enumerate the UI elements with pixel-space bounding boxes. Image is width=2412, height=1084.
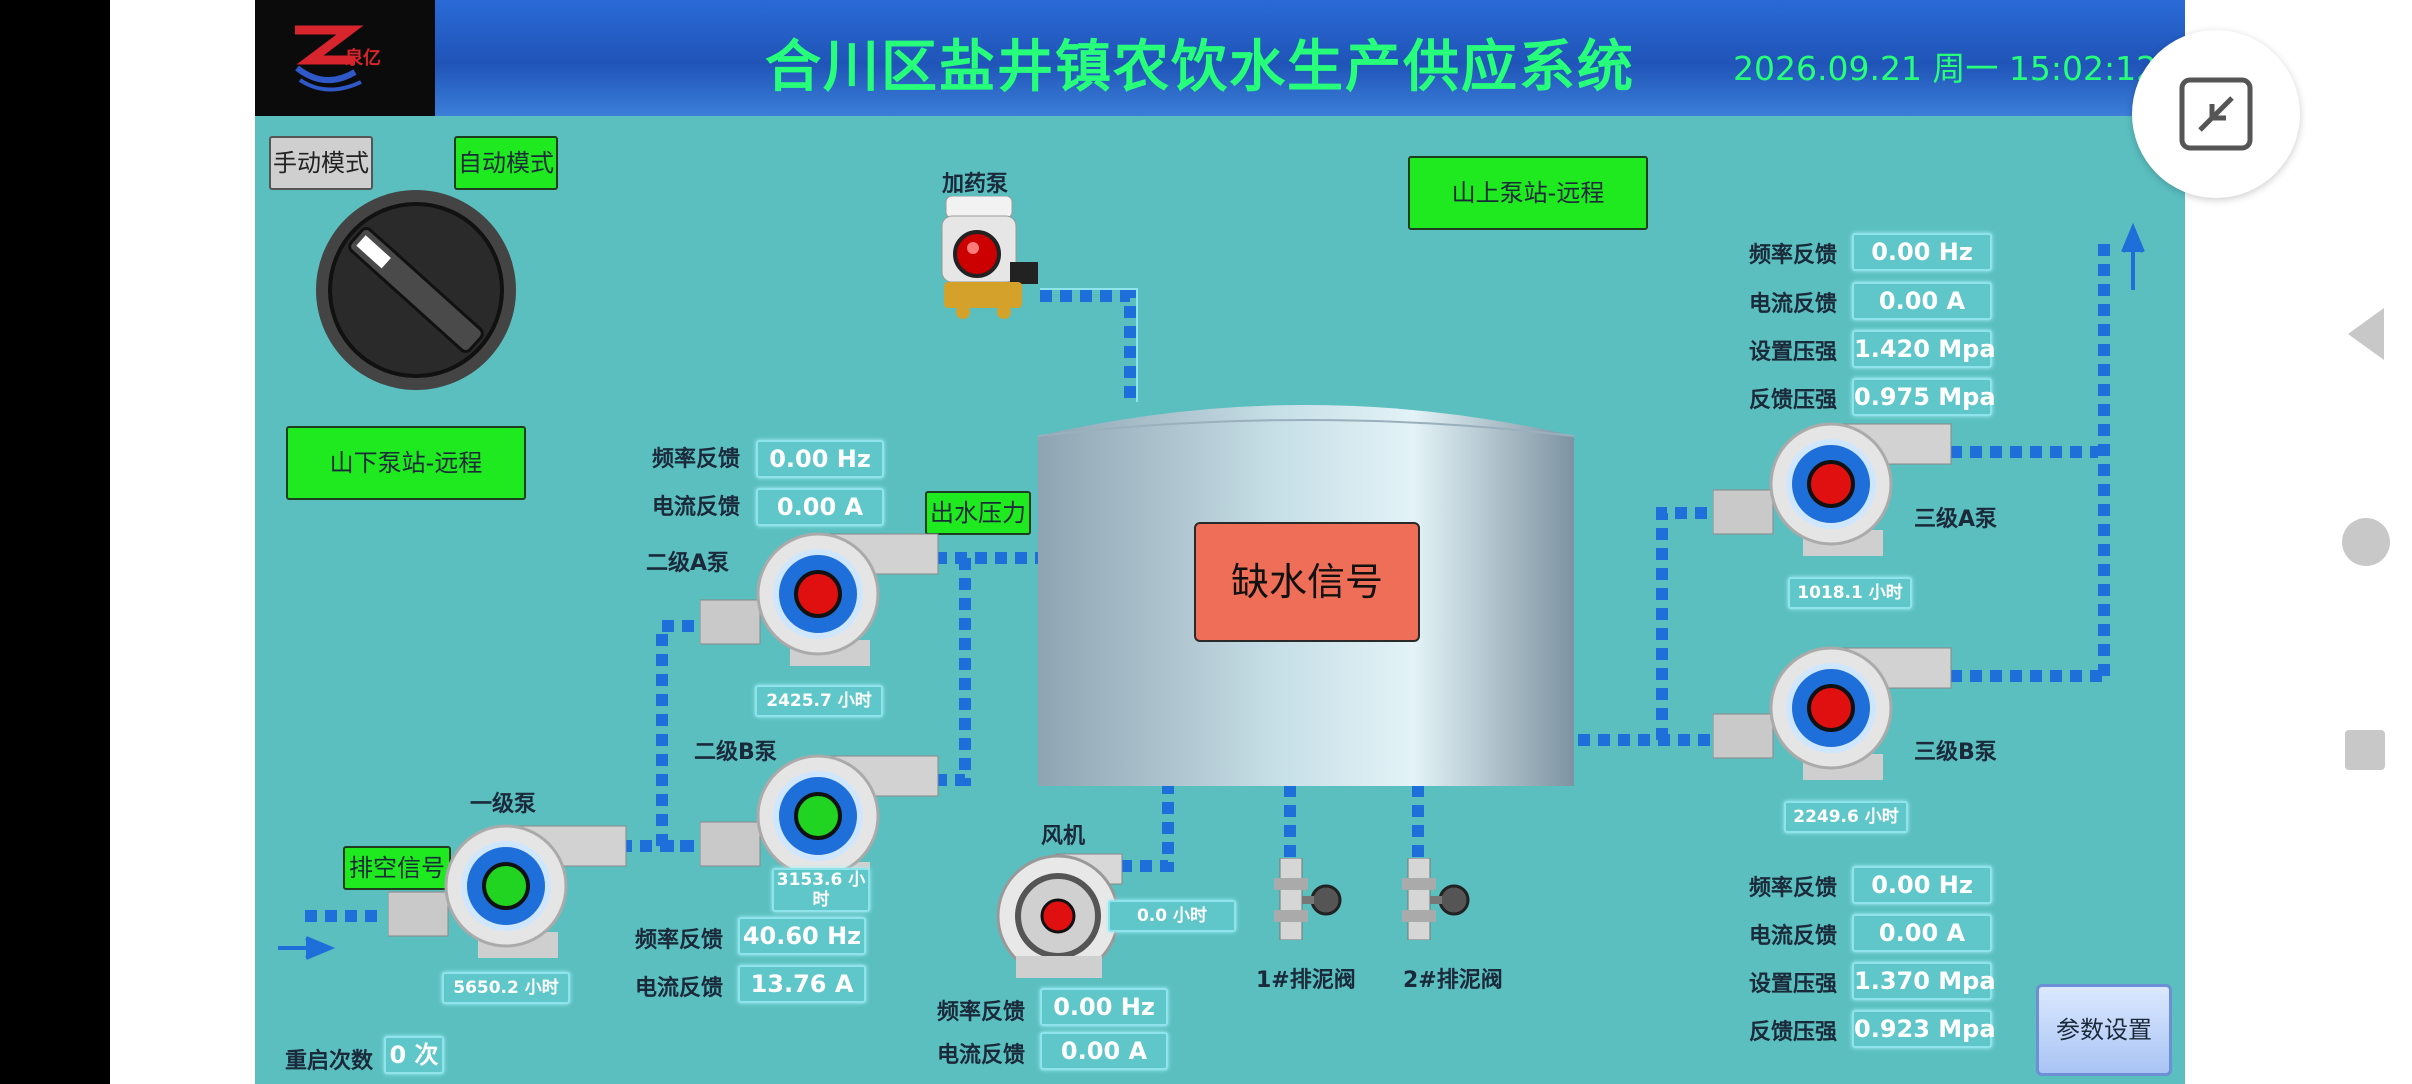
- rotary-knob-icon: [316, 190, 516, 390]
- outlet-pressure-indicator[interactable]: 出水压力: [925, 491, 1031, 535]
- dosing-pump[interactable]: [938, 195, 1042, 322]
- pump-2b-current: 13.76 A: [738, 965, 866, 1003]
- pump-2b-hours: 3153.6 小时: [772, 868, 870, 912]
- logo-text: 泉亿: [345, 48, 381, 69]
- company-logo-icon: [295, 25, 364, 92]
- pump-3b-name: 三级B泵: [1914, 740, 1997, 765]
- collapse-button[interactable]: [2132, 30, 2300, 198]
- sludge-valve-2-label: 2#排泥阀: [1403, 968, 1503, 993]
- pump-1-name: 一级泵: [470, 792, 537, 817]
- pump-2a-current: 0.00 A: [756, 488, 884, 526]
- drain-signal-indicator[interactable]: 排空信号: [343, 846, 451, 890]
- pump-3a-current: 0.00 A: [1852, 282, 1992, 320]
- datetime: 2026.09.21 周一 15:02:12: [1733, 49, 2158, 88]
- fan-icon: [996, 853, 1123, 978]
- inlet-flow-arrow-icon: [278, 936, 336, 960]
- pump-1[interactable]: [387, 822, 628, 972]
- nav-recent-icon[interactable]: [2345, 730, 2385, 770]
- pump-3a-name: 三级A泵: [1914, 507, 1998, 532]
- pump-3a-icon: [1712, 422, 1952, 556]
- pump-3a-set-pressure: 1.420 Mpa: [1852, 330, 1996, 368]
- pump-3b-freq: 0.00 Hz: [1852, 866, 1992, 904]
- dosing-pump-icon: [941, 195, 1038, 319]
- fan-current-label: 电流反馈: [937, 1043, 1026, 1068]
- pump-3b-freq-label: 频率反馈: [1749, 876, 1838, 901]
- pump-3a-freq-label: 频率反馈: [1749, 243, 1838, 268]
- sludge-valve-1-label: 1#排泥阀: [1256, 968, 1356, 993]
- fan-hours: 0.0 小时: [1108, 900, 1236, 932]
- sludge-valve-2[interactable]: [1398, 857, 1478, 941]
- pump-3b-icon: [1712, 646, 1952, 780]
- header-bar: [255, 0, 2185, 116]
- logo-box: 泉亿: [255, 0, 435, 116]
- fan-freq: 0.00 Hz: [1040, 988, 1168, 1026]
- valve-1-icon: [1274, 857, 1342, 941]
- pump-2b-current-label: 电流反馈: [635, 976, 724, 1001]
- pump-2a[interactable]: [699, 530, 940, 680]
- low-water-alarm: 缺水信号: [1194, 522, 1420, 642]
- valve-2-icon: [1402, 857, 1470, 941]
- pump-3b-fb-pressure: 0.923 Mpa: [1852, 1010, 1996, 1048]
- fan-current: 0.00 A: [1040, 1032, 1168, 1070]
- lower-station-remote-button[interactable]: 山下泵站-远程: [286, 426, 526, 500]
- pump-2a-name: 二级A泵: [646, 551, 730, 576]
- pump-2b-freq: 40.60 Hz: [738, 917, 866, 955]
- restart-count-label: 重启次数: [285, 1049, 374, 1074]
- outlet-flow-arrow-icon: [2121, 222, 2145, 290]
- pump-3a-hours: 1018.1 小时: [1788, 577, 1912, 609]
- pump-3b-set-pressure: 1.370 Mpa: [1852, 962, 1996, 1000]
- fan-freq-label: 频率反馈: [937, 1000, 1026, 1025]
- manual-mode-button[interactable]: 手动模式: [269, 136, 373, 190]
- pump-2b-freq-label: 频率反馈: [635, 928, 724, 953]
- pump-3a[interactable]: [1712, 420, 1953, 570]
- fan-name: 风机: [1041, 824, 1086, 849]
- pump-2a-hours: 2425.7 小时: [755, 685, 883, 717]
- pump-3a-fb-pressure-label: 反馈压强: [1749, 388, 1838, 413]
- settings-button[interactable]: 参数设置: [2036, 984, 2172, 1076]
- pump-1-icon: [387, 824, 627, 958]
- dosing-pump-label: 加药泵: [942, 172, 1009, 197]
- pump-3b-current: 0.00 A: [1852, 914, 1992, 952]
- collapse-arrows-icon: [2179, 77, 2253, 151]
- nav-back-icon[interactable]: [2348, 308, 2384, 360]
- pump-3b[interactable]: [1712, 644, 1953, 794]
- mode-selector-knob[interactable]: [306, 190, 526, 390]
- pump-2a-icon: [699, 532, 939, 666]
- pump-3a-set-pressure-label: 设置压强: [1749, 340, 1838, 365]
- pump-3a-current-label: 电流反馈: [1749, 292, 1838, 317]
- pump-2a-current-label: 电流反馈: [652, 495, 741, 520]
- pump-1-hours: 5650.2 小时: [442, 972, 570, 1004]
- sludge-valve-1[interactable]: [1270, 857, 1350, 941]
- page-title: 合川区盐井镇农饮水生产供应系统: [765, 35, 1635, 100]
- left-gutter: [110, 0, 255, 1084]
- pump-3a-freq: 0.00 Hz: [1852, 233, 1992, 271]
- upper-station-remote-button[interactable]: 山上泵站-远程: [1408, 156, 1648, 230]
- pump-3b-hours: 2249.6 小时: [1784, 801, 1908, 833]
- pump-2a-freq-label: 频率反馈: [652, 447, 741, 472]
- pump-3b-set-pressure-label: 设置压强: [1749, 972, 1838, 997]
- nav-home-icon[interactable]: [2342, 518, 2390, 566]
- auto-mode-button[interactable]: 自动模式: [454, 136, 558, 190]
- left-letterbox: [0, 0, 110, 1084]
- restart-count: 0 次: [384, 1036, 444, 1074]
- pump-2a-freq: 0.00 Hz: [756, 440, 884, 478]
- pump-3b-current-label: 电流反馈: [1749, 924, 1838, 949]
- pump-3b-fb-pressure-label: 反馈压强: [1749, 1020, 1838, 1045]
- pump-2b-name: 二级B泵: [694, 740, 777, 765]
- fan[interactable]: [996, 852, 1126, 982]
- pump-3a-fb-pressure: 0.975 Mpa: [1852, 378, 1996, 416]
